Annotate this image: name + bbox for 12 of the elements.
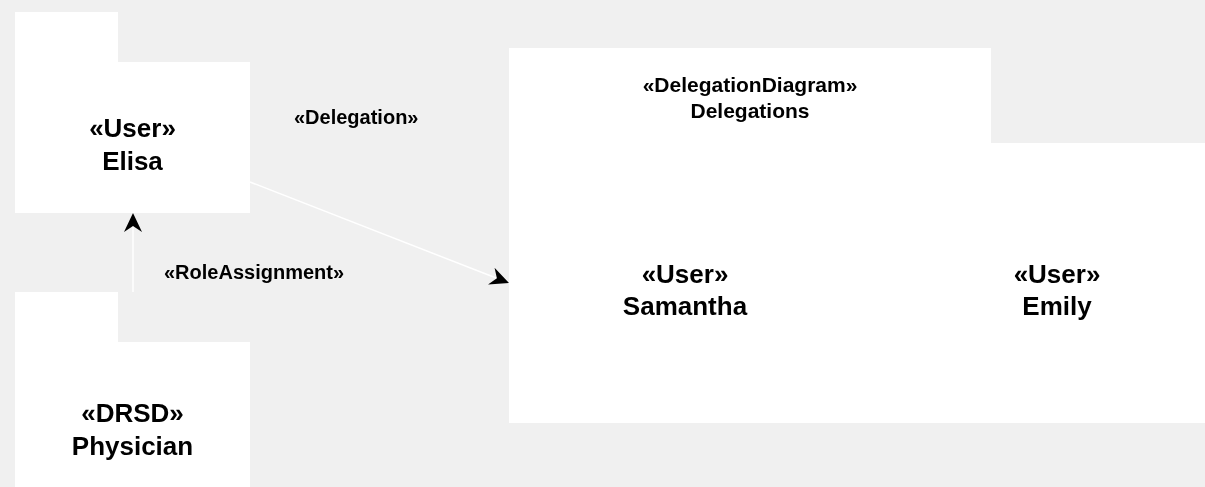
name-text: Elisa [102,144,163,177]
stereotype-text: «User» [89,112,176,145]
stereotype-text: «User» [641,257,729,290]
arrow [249,181,510,285]
stereotype-text: «DelegationDiagram» [642,72,858,98]
name-text: Emily [1022,290,1092,323]
name-text: Samantha [622,290,748,323]
stereotype-text: «DRSD» [81,397,184,430]
arrow [124,212,142,293]
name-text: Delegations [690,98,810,125]
stereotype-text: «User» [1013,257,1101,290]
name-text: Physician [71,429,194,462]
